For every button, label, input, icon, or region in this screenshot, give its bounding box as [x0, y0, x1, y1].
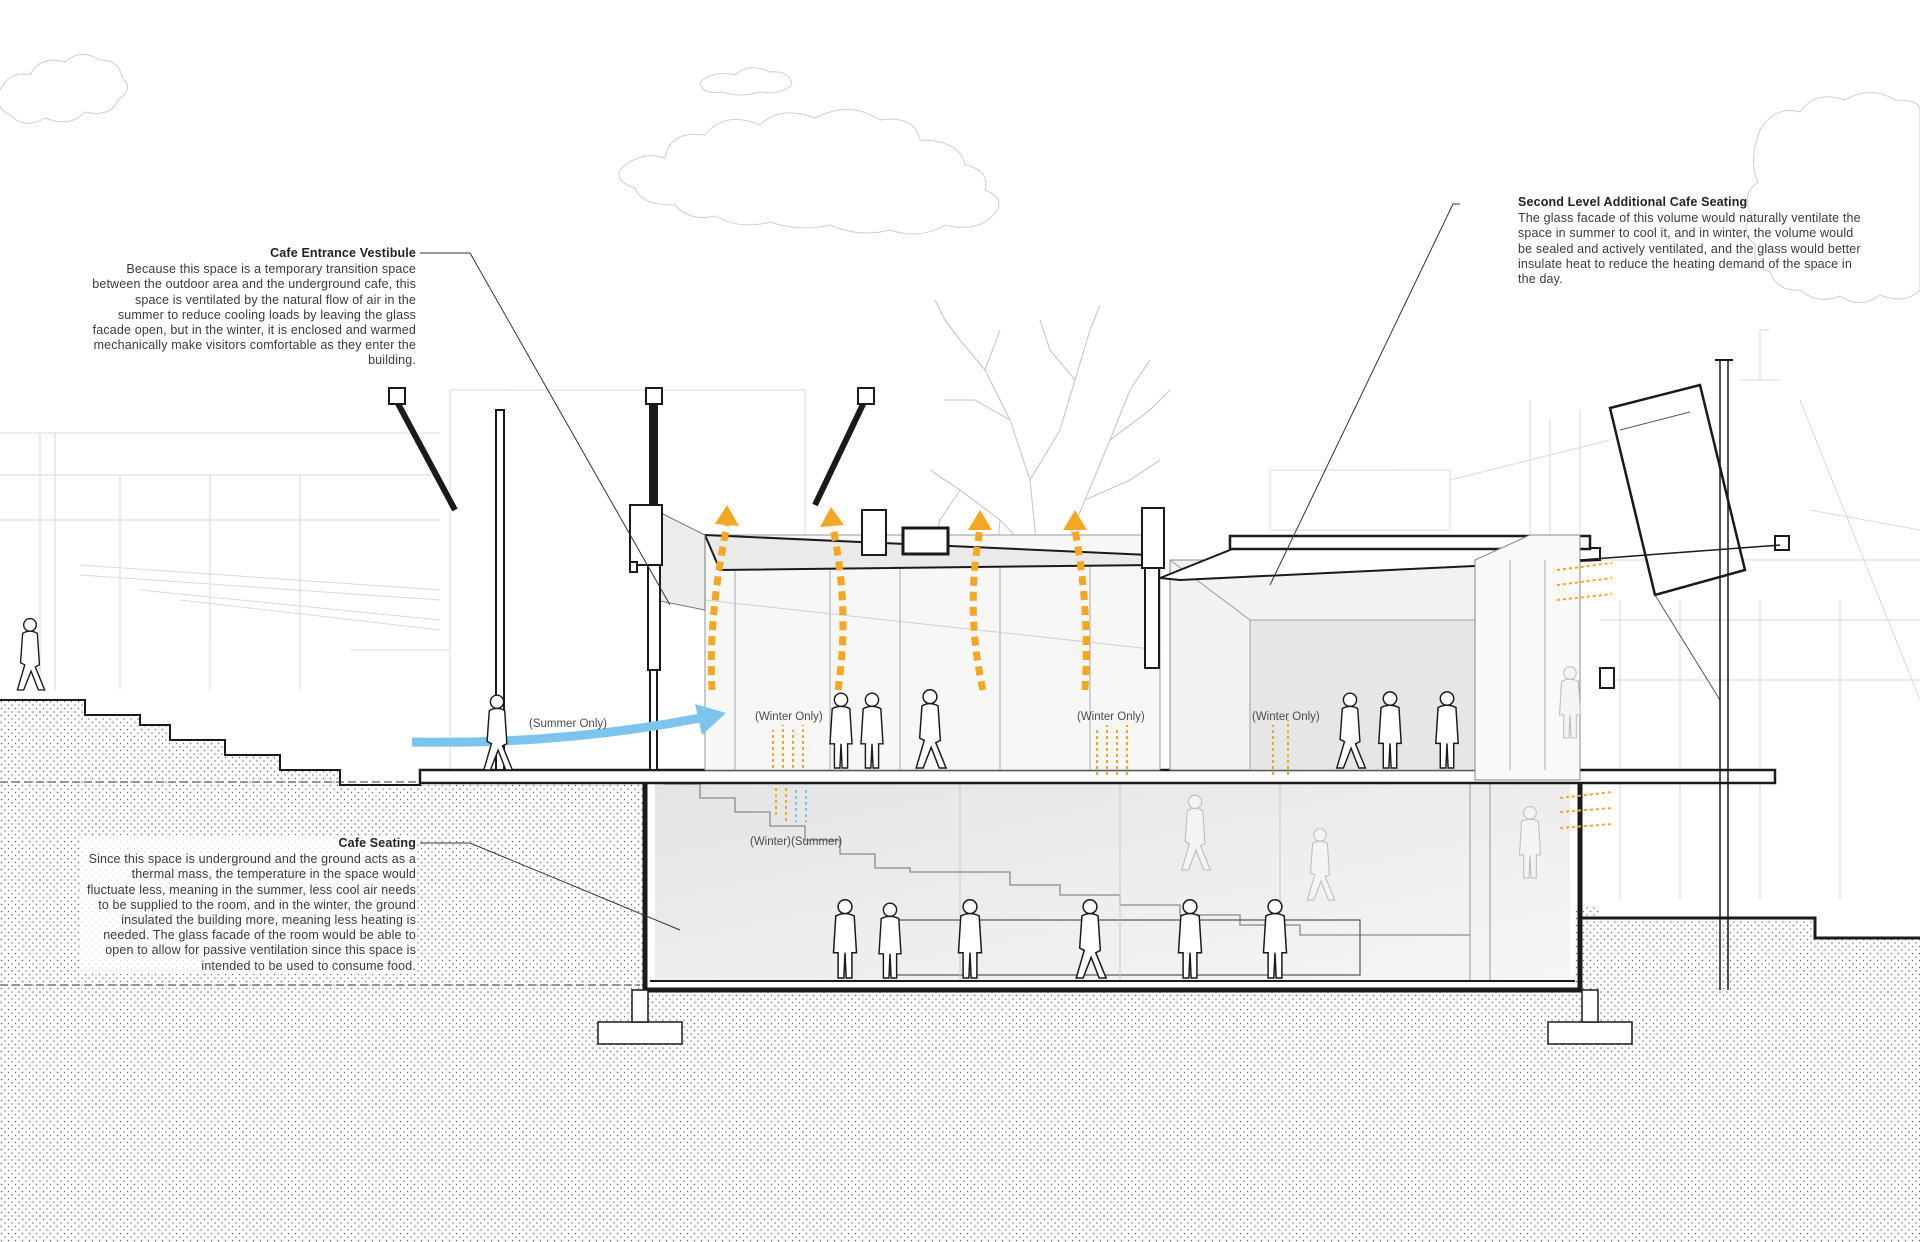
warm-arrow-head — [1063, 510, 1087, 530]
annotation-vestibule-body: Because this space is a temporary transi… — [92, 262, 416, 368]
leader-vestibule — [420, 252, 671, 606]
warm-arrow-head — [715, 505, 739, 526]
leader-lines — [420, 203, 1460, 931]
second-level-volume — [1159, 359, 1790, 990]
annotation-cafe-seating-title: Cafe Seating — [338, 836, 416, 850]
warm-arrow-head — [968, 510, 992, 530]
leader-cafe-seating — [420, 842, 681, 931]
leader-second-level — [1269, 203, 1460, 586]
annotation-second-level-body: The glass facade of this volume would na… — [1518, 211, 1861, 287]
annotation-second-level-title: Second Level Additional Cafe Seating — [1518, 195, 1748, 209]
flow-labels: (Summer Only) (Winter Only) (Winter Only… — [529, 711, 1320, 848]
label-winter-only-2: (Winter Only) — [1077, 711, 1145, 723]
label-summer-only: (Summer Only) — [529, 718, 607, 730]
label-winter-only-3: (Winter Only) — [1252, 711, 1320, 723]
warm-air-flows — [707, 505, 1613, 829]
cloud-right — [1745, 92, 1920, 304]
structure — [388, 387, 1165, 771]
cloud-center — [618, 67, 1000, 235]
annotation-second-level: Second Level Additional Cafe Seating The… — [1518, 195, 1868, 287]
annotation-vestibule: Cafe Entrance Vestibule Because this spa… — [88, 246, 416, 369]
warm-arrow-head — [820, 507, 844, 527]
label-summer: (Summer) — [791, 836, 842, 848]
cloud-left — [0, 54, 129, 124]
annotation-cafe-seating-body: Since this space is underground and the … — [87, 852, 416, 973]
underground-cafe — [597, 780, 1920, 1045]
cool-air-flows — [411, 704, 807, 822]
annotation-cafe-seating: Cafe Seating Since this space is undergr… — [80, 836, 416, 974]
label-winter: (Winter) — [750, 836, 791, 848]
annotation-vestibule-title: Cafe Entrance Vestibule — [270, 246, 416, 260]
label-winter-only-1: (Winter Only) — [755, 711, 823, 723]
cool-arrow-head — [695, 704, 726, 735]
